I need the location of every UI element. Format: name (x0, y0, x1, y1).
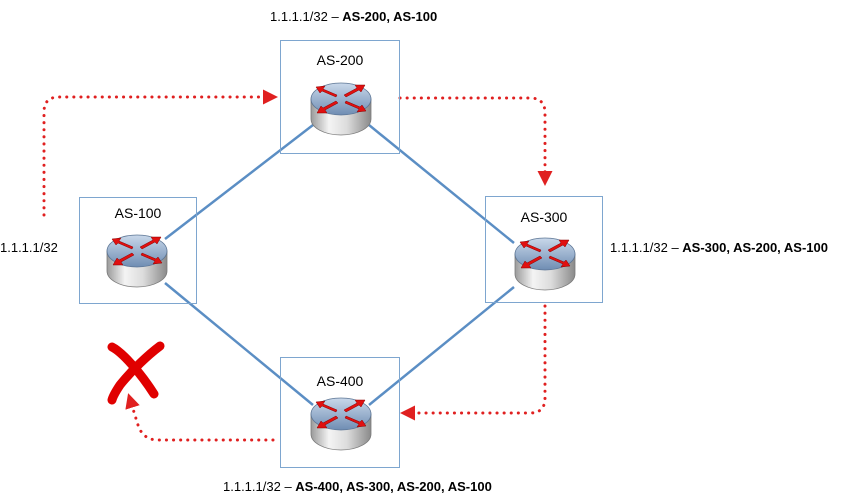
route-label-as400: 1.1.1.1/32 – AS-400, AS-300, AS-200, AS-… (223, 479, 492, 495)
route-prefix: 1.1.1.1/32 – (270, 9, 343, 24)
node-as100-title: AS-100 (114, 205, 162, 221)
propagation-as400-to-as100-rejected (125, 393, 275, 442)
propagation-as200-to-as300 (398, 96, 553, 186)
node-as400-box: AS-400 (280, 357, 400, 468)
route-prefix: 1.1.1.1/32 – (223, 479, 296, 494)
link-as200-as300 (368, 124, 515, 244)
as-path: AS-400, AS-300, AS-200, AS-100 (295, 479, 492, 494)
node-as200-title: AS-200 (316, 52, 364, 68)
propagation-as100-to-as200 (42, 89, 278, 217)
as-path: AS-200, AS-100 (342, 9, 438, 24)
node-as300-title: AS-300 (520, 209, 568, 225)
route-prefix: 1.1.1.1/32 – (610, 240, 683, 255)
route-label-as300: 1.1.1.1/32 – AS-300, AS-200, AS-100 (610, 240, 828, 256)
red-x-icon (107, 341, 165, 405)
node-as300-box: AS-300 (485, 196, 603, 303)
link-as300-as400 (368, 286, 515, 406)
route-label-as100: 1.1.1.1/32 (0, 240, 58, 256)
as-path: AS-300, AS-200, AS-100 (682, 240, 828, 255)
propagation-as300-to-as400 (400, 304, 547, 421)
node-as100-box: AS-100 (79, 197, 197, 304)
link-as100-as200 (164, 124, 314, 240)
route-prefix: 1.1.1.1/32 (0, 240, 58, 255)
node-as400-title: AS-400 (316, 373, 364, 389)
route-label-as200: 1.1.1.1/32 – AS-200, AS-100 (270, 9, 437, 25)
node-as200-box: AS-200 (280, 40, 400, 154)
